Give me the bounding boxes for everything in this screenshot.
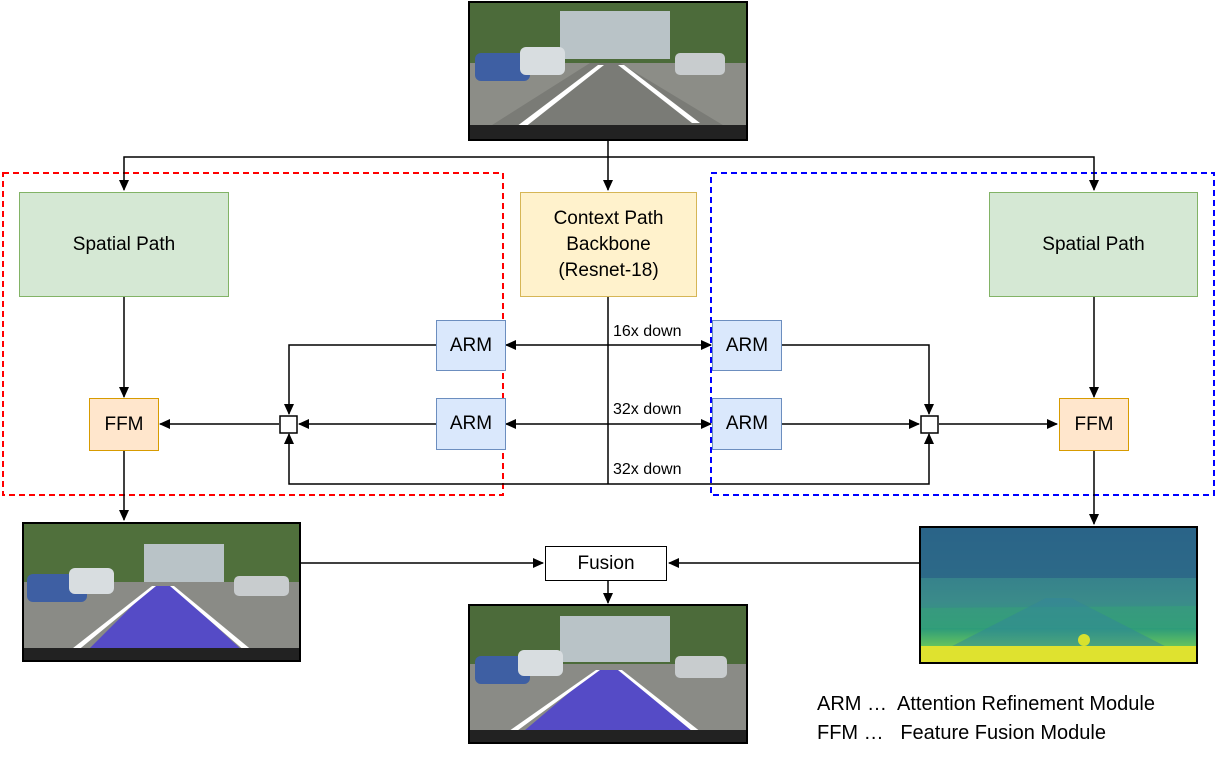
label-32x-down-a: 32x down (611, 401, 684, 419)
arm-left-32x: ARM (436, 398, 506, 450)
right-group-box (710, 172, 1215, 496)
legend-ffm: FFM … Feature Fusion Module (817, 722, 1106, 744)
arm-label: ARM (725, 334, 769, 356)
context-path-backbone: Context Path Backbone (Resnet-18) (520, 192, 697, 297)
left-branch-arrows (119, 297, 608, 521)
label-32x-down-b: 32x down (611, 461, 684, 479)
arm-label: ARM (449, 413, 493, 434)
context-path-line2: Backbone (566, 233, 651, 255)
spatial-path-right-label: Spatial Path (1042, 233, 1145, 255)
ffm-left: FFM (89, 398, 159, 451)
arm-right-16x: ARM (712, 320, 782, 371)
ffm-right: FFM (1059, 398, 1129, 451)
spatial-path-right: Spatial Path (989, 192, 1198, 297)
spatial-path-left-label: Spatial Path (72, 233, 176, 255)
legend-arm: ARM … Attention Refinement Module (817, 693, 1155, 715)
arm-label: ARM (725, 413, 769, 434)
arm-right-32x: ARM (712, 398, 782, 450)
context-path-line3: (Resnet-18) (558, 259, 659, 281)
label-16x-down: 16x down (611, 323, 684, 341)
fusion-label: Fusion (577, 552, 635, 574)
input-distribution-arrows (119, 140, 1099, 191)
input-image (468, 1, 748, 141)
context-path-line1: Context Path (553, 207, 664, 229)
arm-label: ARM (449, 334, 493, 356)
fusion-block: Fusion (545, 546, 667, 581)
spatial-path-left: Spatial Path (19, 192, 229, 297)
right-sum-node (920, 415, 939, 434)
ffm-label: FFM (1074, 413, 1114, 435)
final-output-image (468, 604, 748, 744)
arm-arrows (505, 340, 712, 429)
fusion-arrows (300, 558, 919, 604)
arm-left-16x: ARM (436, 320, 506, 371)
left-sum-node (279, 415, 298, 434)
ffm-label: FFM (104, 413, 144, 435)
left-output-image (22, 522, 301, 662)
right-branch-arrows (608, 297, 1099, 525)
right-output-image (919, 526, 1198, 664)
